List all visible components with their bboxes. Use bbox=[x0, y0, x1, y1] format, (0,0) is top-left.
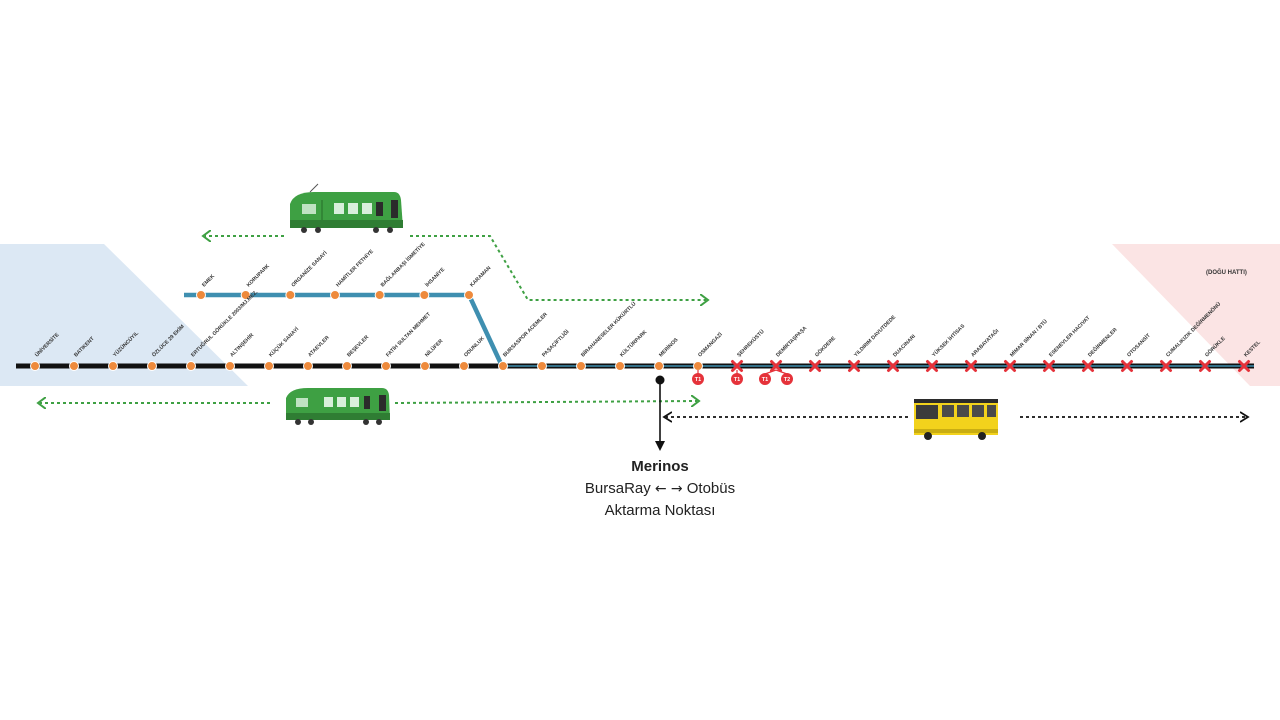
bus-icon bbox=[914, 399, 998, 440]
branch-station-label: KORUPARK bbox=[246, 263, 271, 288]
x-mark-icon bbox=[770, 360, 782, 372]
x-mark-icon bbox=[809, 360, 821, 372]
main-station-marker bbox=[420, 361, 430, 371]
main-station-marker bbox=[147, 361, 157, 371]
main-station-label: GÖKDERE bbox=[813, 335, 837, 359]
main-station-label: DEĞİRMENLER bbox=[1086, 325, 1119, 358]
caption-from: BursaRay bbox=[584, 480, 651, 497]
branch-station-label: HAMİTLER FETHİYE bbox=[334, 248, 375, 289]
branch-station-marker bbox=[240, 290, 251, 300]
main-station-label: ŞEHREKÜSTÜ bbox=[735, 328, 765, 358]
main-station-marker bbox=[615, 361, 625, 371]
x-mark-icon bbox=[1082, 360, 1094, 372]
tram-icon bbox=[286, 388, 390, 425]
main-station-marker bbox=[498, 361, 508, 371]
main-station-label: MERİNOS bbox=[657, 336, 679, 358]
main-station-marker bbox=[459, 361, 469, 371]
transfer-caption: Merinos BursaRay ← → Otobüs Aktarma Nokt… bbox=[520, 456, 800, 521]
main-station-label: OTOSANSİT bbox=[1125, 332, 1152, 359]
main-station-label: BEŞEVLER bbox=[346, 334, 370, 358]
transfer-badges: T1 T1 T1 T2 bbox=[692, 369, 793, 385]
east-zone bbox=[1112, 244, 1280, 386]
branch-station-label: KARAMAN bbox=[469, 265, 492, 288]
main-station-label: ARABAYATAĞI bbox=[969, 326, 1001, 358]
x-mark-icon bbox=[731, 360, 743, 372]
branch-station-label: BAĞLARBAŞI İSMETİYE bbox=[378, 240, 427, 289]
main-station-marker bbox=[225, 361, 235, 371]
main-station-marker bbox=[537, 361, 547, 371]
main-station-label: YÜKSEK İHTİSAS bbox=[930, 322, 966, 358]
main-station-label: KÜÇÜK SANAYİ bbox=[267, 325, 300, 358]
x-mark-icon bbox=[965, 360, 977, 372]
main-station-marker bbox=[576, 361, 586, 371]
tram-lower-arrow-east bbox=[394, 401, 697, 403]
branch-station-label: İHSANİYE bbox=[424, 266, 447, 289]
transfer-badge-label: T1 bbox=[762, 377, 768, 383]
caption-line2: Aktarma Noktası bbox=[604, 502, 716, 519]
x-mark-icon bbox=[1160, 360, 1172, 372]
x-mark-icon bbox=[926, 360, 938, 372]
x-mark-icon bbox=[887, 360, 899, 372]
tram-upper-arrow-east bbox=[410, 235, 706, 300]
x-mark-icon bbox=[848, 360, 860, 372]
east-line-label: (DOĞU HATTI) bbox=[1206, 270, 1247, 276]
main-station-label: BURSASPOR ACEMLER bbox=[502, 312, 549, 359]
branch-station-marker bbox=[374, 290, 385, 300]
main-station-marker bbox=[108, 361, 118, 371]
main-station-marker bbox=[693, 361, 703, 371]
main-station-label: FATİH SULTAN MEHMET bbox=[384, 310, 432, 358]
main-station-marker bbox=[186, 361, 196, 371]
main-station-label: KÜLTÜRPARK bbox=[618, 328, 648, 358]
branch-station-marker bbox=[196, 290, 206, 300]
branch-station-label: ORGANİZE SANAYİ bbox=[290, 249, 329, 288]
main-station-label: ESENEVLER HACIVAT bbox=[1048, 315, 1092, 359]
transfer-badge bbox=[781, 373, 793, 385]
main-station-label: PAŞAÇİFTLİĞİ bbox=[540, 327, 571, 358]
main-station-marker bbox=[30, 361, 40, 371]
main-station-marker bbox=[303, 361, 313, 371]
right-arrow-icon: → bbox=[670, 481, 683, 497]
x-mark-icon bbox=[1199, 360, 1211, 372]
main-station-label: OSMANGAZİ bbox=[696, 331, 724, 359]
main-station-marker bbox=[264, 361, 274, 371]
branch-station-marker bbox=[464, 290, 474, 300]
branch-station-marker bbox=[330, 290, 340, 300]
transfer-badge bbox=[759, 373, 771, 385]
main-station-marker bbox=[69, 361, 79, 371]
transfer-badge bbox=[692, 373, 704, 385]
main-station-label: MİMAR SİNAN / BTÜ bbox=[1008, 318, 1049, 359]
x-mark-icon bbox=[1238, 360, 1250, 372]
branch-station-marker bbox=[285, 290, 296, 300]
main-station-label: ATAEVLER bbox=[307, 335, 331, 359]
x-mark-icon bbox=[1043, 360, 1055, 372]
branch-station-marker bbox=[419, 290, 430, 300]
main-station-marker bbox=[654, 361, 664, 371]
x-mark-icon bbox=[1004, 360, 1016, 372]
transfer-badge bbox=[731, 373, 743, 385]
x-mark-icon bbox=[1121, 360, 1133, 372]
tram-icon bbox=[290, 183, 403, 233]
main-station-label: YILDIRIM DAVUTDEDE bbox=[853, 314, 897, 358]
west-zone bbox=[0, 244, 248, 386]
transfer-badge-label: T1 bbox=[734, 377, 740, 383]
main-station-label: ALTINŞEHİR bbox=[228, 332, 255, 359]
main-station-label: DUACINARI bbox=[892, 333, 917, 358]
caption-title: Merinos bbox=[631, 458, 689, 475]
main-station-marker bbox=[342, 361, 352, 371]
main-station-marker bbox=[381, 361, 391, 371]
transfer-badge-label: T1 bbox=[695, 377, 701, 383]
merinos-pointer-dot bbox=[655, 375, 665, 385]
branch-station-label: EMEK bbox=[201, 273, 216, 288]
transfer-badge-label: T2 bbox=[784, 377, 790, 383]
main-station-label: NİLÜFER bbox=[423, 337, 444, 358]
main-station-label: ODUNLUK bbox=[463, 336, 486, 359]
caption-to: Otobüs bbox=[686, 480, 736, 497]
caption-line1: BursaRay ← → Otobüs bbox=[520, 478, 800, 500]
main-station-label: DEMİRTAŞPAŞA bbox=[774, 324, 808, 358]
left-arrow-icon: ← bbox=[654, 481, 667, 497]
